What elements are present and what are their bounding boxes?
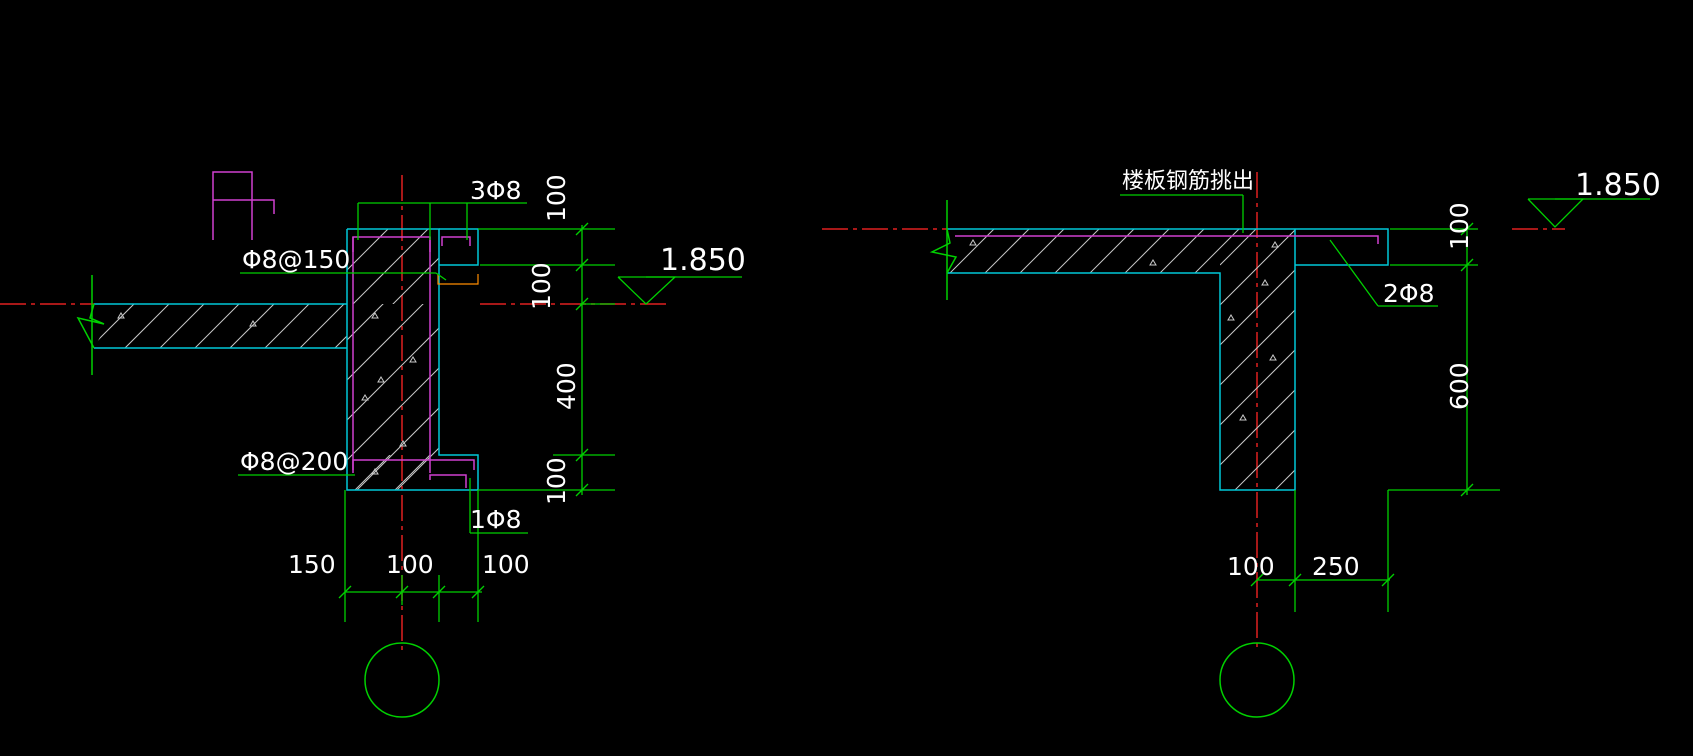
horizontal-dim-left-3: 100 bbox=[482, 550, 530, 579]
stirrup-lower-label: Φ8@200 bbox=[240, 447, 348, 476]
slab-rebar-note: 楼板钢筋挑出 bbox=[1122, 169, 1254, 194]
horizontal-dim-left-1: 150 bbox=[288, 550, 336, 579]
horizontal-dim-right-1: 100 bbox=[1227, 552, 1275, 581]
dimension-lines-right bbox=[1120, 194, 1650, 612]
vertical-dim-left-1: 100 bbox=[542, 174, 571, 222]
dimension-lines-left bbox=[238, 202, 742, 622]
horizontal-dim-left-2: 100 bbox=[386, 550, 434, 579]
detail-mark-left bbox=[437, 274, 479, 285]
vertical-dim-right-1: 100 bbox=[1445, 202, 1474, 250]
concrete-outline-right bbox=[947, 228, 1389, 491]
vertical-dim-left-2: 100 bbox=[527, 262, 556, 310]
bottom-bar-label: 1Φ8 bbox=[470, 505, 522, 534]
horizontal-dim-right-2: 250 bbox=[1312, 552, 1360, 581]
elevation-label-left: 1.850 bbox=[660, 243, 746, 278]
vertical-dim-right-2: 600 bbox=[1445, 362, 1474, 410]
axis-lines-left bbox=[0, 175, 670, 650]
left-section bbox=[0, 171, 742, 718]
labels: 3Φ8 Φ8@150 Φ8@200 1Φ8 1.850 100 100 400 … bbox=[240, 168, 1661, 581]
aggregate-marks-right bbox=[969, 239, 1279, 421]
right-section bbox=[822, 172, 1650, 718]
aggregate-marks-left bbox=[117, 312, 417, 475]
concrete-outline-left bbox=[94, 228, 479, 491]
concrete-hatch-left bbox=[90, 229, 439, 490]
elevation-label-right: 1.850 bbox=[1575, 168, 1661, 203]
right-bar-label: 2Φ8 bbox=[1383, 279, 1435, 308]
top-bar-label: 3Φ8 bbox=[470, 176, 522, 205]
axis-bubble-right bbox=[1219, 642, 1295, 718]
rebar-right bbox=[955, 235, 1379, 244]
axis-bubble-left bbox=[364, 642, 440, 718]
break-line-right bbox=[929, 228, 958, 274]
stirrup-upper-label: Φ8@150 bbox=[242, 245, 350, 274]
rebar-left bbox=[212, 171, 475, 488]
axis-lines-right bbox=[822, 172, 1565, 650]
concrete-hatch-right bbox=[949, 229, 1295, 490]
vertical-dim-left-4: 100 bbox=[542, 457, 571, 505]
break-line-left bbox=[76, 303, 105, 349]
vertical-dim-left-3: 400 bbox=[552, 362, 581, 410]
